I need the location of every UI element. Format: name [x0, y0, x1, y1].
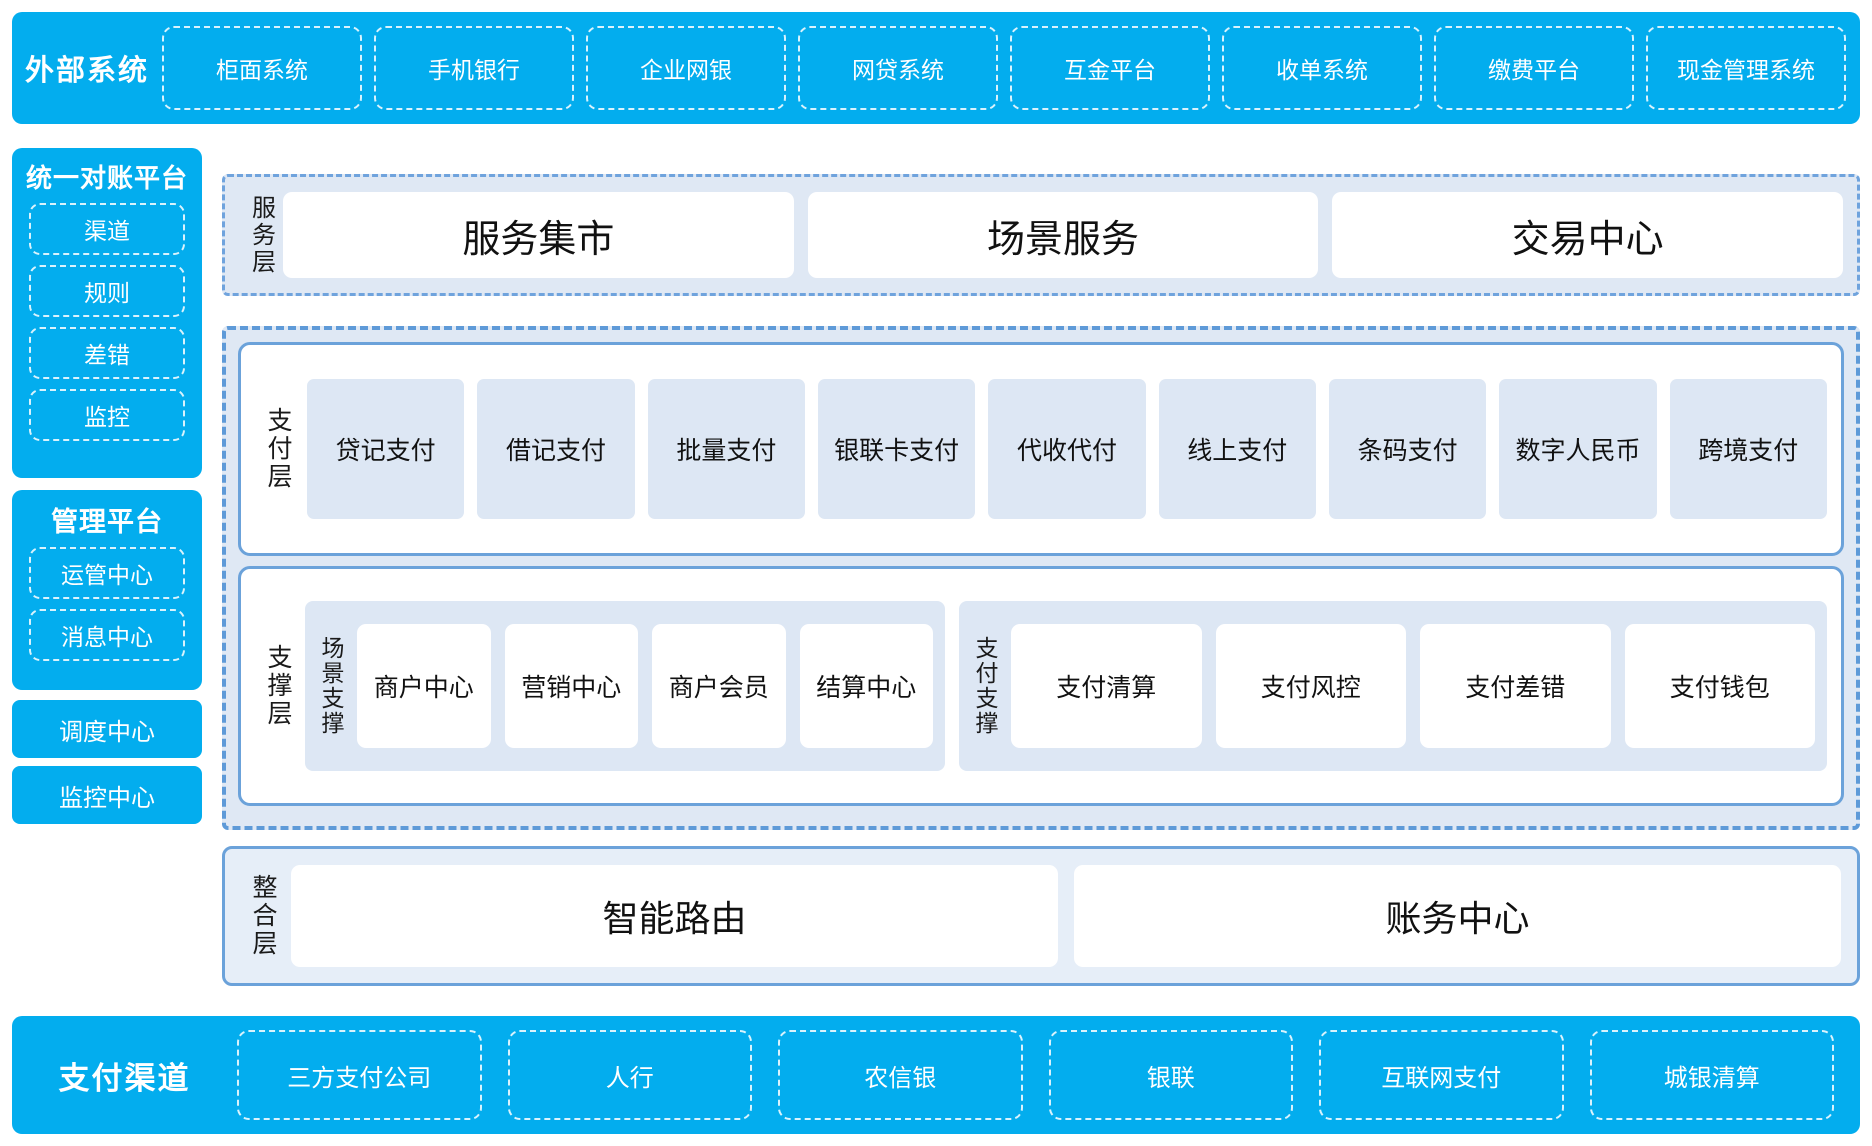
support-item-payment-clearing[interactable]: 支付清算	[1011, 624, 1202, 748]
service-layer-panel: 服务层 服务集市 场景服务 交易中心	[222, 174, 1860, 296]
payment-layer-item[interactable]: 贷记支付	[307, 379, 465, 519]
external-system-item[interactable]: 柜面系统	[162, 26, 362, 110]
payment-channel-item[interactable]: 三方支付公司	[237, 1030, 482, 1120]
support-group-payment-list: 支付清算 支付风控 支付差错 支付钱包	[1011, 624, 1815, 748]
payment-channel-item[interactable]: 银联	[1048, 1030, 1293, 1120]
payment-layer-item[interactable]: 代收代付	[988, 379, 1146, 519]
external-system-item[interactable]: 企业网银	[586, 26, 786, 110]
recon-platform-item-rule[interactable]: 规则	[29, 265, 185, 317]
payment-channel-item[interactable]: 互联网支付	[1319, 1030, 1564, 1120]
manage-platform-title: 管理平台	[51, 507, 163, 537]
external-system-item[interactable]: 网贷系统	[798, 26, 998, 110]
integration-layer-label: 整合层	[249, 874, 277, 958]
recon-platform-item-monitor[interactable]: 监控	[29, 389, 185, 441]
support-layer-box: 支撑层 场景支撑 商户中心 营销中心 商户会员 结算中心 支付支撑 支付清算	[238, 566, 1844, 806]
support-layer-label: 支撑层	[264, 644, 292, 728]
sidebar-recon-platform: 统一对账平台 渠道 规则 差错 监控	[12, 148, 202, 478]
payment-layer-item[interactable]: 线上支付	[1158, 379, 1316, 519]
payment-layer-item[interactable]: 批量支付	[647, 379, 805, 519]
support-item-merchant-member[interactable]: 商户会员	[652, 624, 786, 748]
support-item-payment-wallet[interactable]: 支付钱包	[1624, 624, 1815, 748]
payment-layer-item[interactable]: 跨境支付	[1669, 379, 1827, 519]
integration-item-smart-routing[interactable]: 智能路由	[291, 865, 1058, 967]
core-layers-panel: 支付层 贷记支付 借记支付 批量支付 银联卡支付 代收代付 线上支付 条码支付 …	[222, 326, 1860, 830]
support-group-scene-list: 商户中心 营销中心 商户会员 结算中心	[357, 624, 933, 748]
support-group-payment-label: 支付支撑	[972, 636, 998, 736]
payment-channel-item[interactable]: 农信银	[778, 1030, 1023, 1120]
payment-channel-item[interactable]: 城银清算	[1589, 1030, 1834, 1120]
support-group-payment: 支付支撑 支付清算 支付风控 支付差错 支付钱包	[959, 601, 1827, 771]
support-group-scene: 场景支撑 商户中心 营销中心 商户会员 结算中心	[305, 601, 945, 771]
sidebar-dispatch-center[interactable]: 调度中心	[12, 700, 202, 758]
service-layer-item-market[interactable]: 服务集市	[283, 192, 794, 278]
external-system-item[interactable]: 缴费平台	[1434, 26, 1634, 110]
support-item-marketing-center[interactable]: 营销中心	[504, 624, 638, 748]
service-layer-label: 服务层	[247, 194, 275, 276]
external-systems-bar: 外部系统 柜面系统 手机银行 企业网银 网贷系统 互金平台 收单系统 缴费平台 …	[12, 12, 1860, 124]
external-system-item[interactable]: 互金平台	[1010, 26, 1210, 110]
integration-layer-box: 整合层 智能路由 账务中心	[222, 846, 1860, 986]
service-layer-item-transaction[interactable]: 交易中心	[1332, 192, 1844, 278]
external-system-item[interactable]: 收单系统	[1222, 26, 1422, 110]
payment-layer-item[interactable]: 银联卡支付	[817, 379, 976, 519]
support-item-settlement-center[interactable]: 结算中心	[799, 624, 933, 748]
recon-platform-item-channel[interactable]: 渠道	[29, 203, 185, 255]
external-system-item[interactable]: 现金管理系统	[1646, 26, 1846, 110]
sidebar-monitor-center[interactable]: 监控中心	[12, 766, 202, 824]
payment-layer-item[interactable]: 数字人民币	[1499, 379, 1657, 519]
external-system-item[interactable]: 手机银行	[374, 26, 574, 110]
payment-layer-item[interactable]: 条码支付	[1328, 379, 1487, 519]
integration-layer-list: 智能路由 账务中心	[291, 865, 1841, 967]
payment-layer-item[interactable]: 借记支付	[477, 379, 635, 519]
recon-platform-title: 统一对账平台	[25, 163, 188, 193]
manage-platform-item-ops[interactable]: 运管中心	[29, 547, 185, 599]
payment-channel-item[interactable]: 人行	[507, 1030, 752, 1120]
service-layer-item-scene[interactable]: 场景服务	[807, 192, 1319, 278]
external-systems-title: 外部系统	[24, 55, 149, 87]
integration-item-accounting-center[interactable]: 账务中心	[1074, 865, 1841, 967]
payment-channels-title: 支付渠道	[58, 1060, 191, 1096]
manage-platform-item-message[interactable]: 消息中心	[29, 609, 185, 661]
external-systems-list: 柜面系统 手机银行 企业网银 网贷系统 互金平台 收单系统 缴费平台 现金管理系…	[162, 26, 1860, 110]
support-group-scene-label: 场景支撑	[318, 636, 344, 736]
payment-channels-list: 三方支付公司 人行 农信银 银联 互联网支付 城银清算	[237, 1030, 1860, 1120]
payment-layer-label: 支付层	[264, 407, 292, 491]
payment-channels-bar: 支付渠道 三方支付公司 人行 农信银 银联 互联网支付 城银清算	[12, 1016, 1860, 1134]
support-item-payment-risk[interactable]: 支付风控	[1215, 624, 1406, 748]
payment-layer-list: 贷记支付 借记支付 批量支付 银联卡支付 代收代付 线上支付 条码支付 数字人民…	[307, 379, 1827, 519]
service-layer-list: 服务集市 场景服务 交易中心	[283, 192, 1844, 278]
recon-platform-item-error[interactable]: 差错	[29, 327, 185, 379]
support-item-payment-error[interactable]: 支付差错	[1420, 624, 1611, 748]
payment-layer-box: 支付层 贷记支付 借记支付 批量支付 银联卡支付 代收代付 线上支付 条码支付 …	[238, 342, 1844, 556]
support-item-merchant-center[interactable]: 商户中心	[357, 624, 491, 748]
sidebar-manage-platform: 管理平台 运管中心 消息中心	[12, 490, 202, 690]
support-layer-groups: 场景支撑 商户中心 营销中心 商户会员 结算中心 支付支撑 支付清算 支付风控 …	[305, 601, 1827, 771]
